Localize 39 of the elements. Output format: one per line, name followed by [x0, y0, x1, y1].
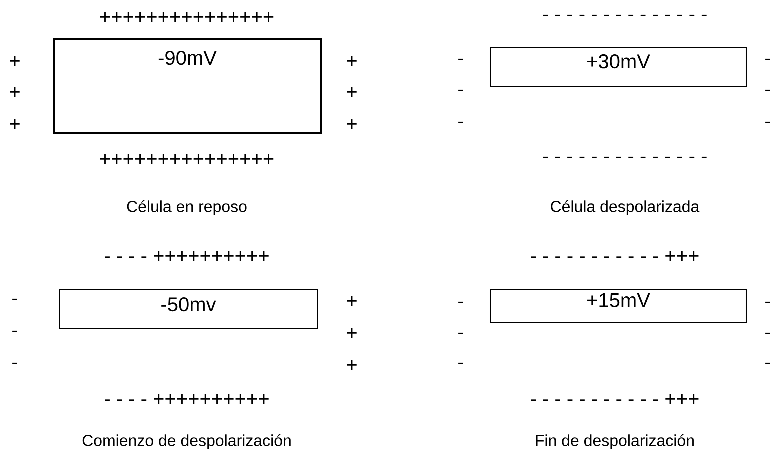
charge-signs: +	[347, 328, 357, 338]
charge-signs: +	[347, 360, 357, 370]
charge-signs: - - - - - - - - - - - +++	[531, 394, 699, 404]
value-box: -50mv	[59, 289, 318, 329]
caption: Célula despolarizada	[551, 200, 700, 216]
charge-signs: -	[458, 58, 464, 60]
charge-signs: -	[766, 58, 770, 60]
charge-signs: -	[458, 332, 464, 334]
charge-signs: - - - - - - - - - - - - - -	[543, 156, 707, 158]
charge-signs: +	[10, 56, 20, 66]
charge-signs: - - - - - - - - - - - - - -	[543, 14, 707, 16]
charge-signs: -	[766, 332, 770, 334]
charge-signs: +	[347, 87, 357, 97]
charge-signs: - - - - ++++++++++	[105, 251, 269, 261]
caption: Comienzo de despolarización	[82, 434, 291, 450]
caption: Fin de despolarización	[536, 434, 694, 450]
charge-signs: +	[347, 119, 357, 129]
value-box: -90mV	[53, 38, 322, 134]
charge-signs: - - - - ++++++++++	[105, 394, 269, 404]
charge-signs: -	[458, 362, 464, 364]
charge-signs: -	[12, 298, 18, 300]
charge-signs: -	[766, 122, 770, 124]
charge-signs: +	[10, 87, 20, 97]
value-box: +15mV	[490, 289, 747, 323]
charge-signs: +++++++++++++++	[100, 154, 274, 164]
charge-signs: -	[12, 362, 18, 364]
charge-signs: -	[12, 330, 18, 332]
charge-signs: +	[10, 119, 20, 129]
charge-signs: -	[458, 90, 464, 92]
charge-signs: +	[347, 56, 357, 66]
charge-signs: -	[766, 90, 770, 92]
charge-signs: +	[347, 296, 357, 306]
charge-signs: -	[766, 362, 770, 364]
caption: Célula en reposo	[127, 200, 247, 216]
charge-signs: -	[766, 302, 770, 304]
charge-signs: - - - - - - - - - - - +++	[531, 251, 699, 261]
charge-signs: -	[458, 302, 464, 304]
value-box: +30mV	[490, 47, 747, 87]
charge-signs: -	[458, 122, 464, 124]
